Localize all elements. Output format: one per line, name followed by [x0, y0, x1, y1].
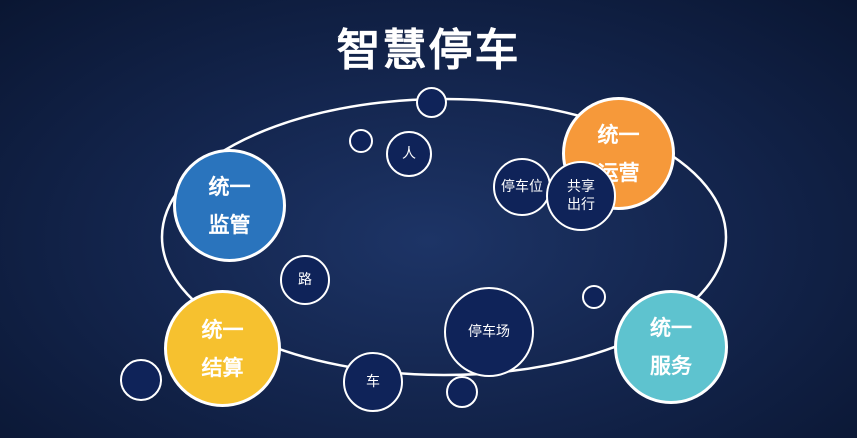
node-parking-space-label: 停车位 [501, 179, 543, 195]
node-road: 路 [280, 255, 330, 305]
node-vehicle-label: 车 [366, 374, 380, 390]
pillar-supervision-line2: 监管 [208, 212, 251, 237]
node-road-label: 路 [298, 272, 312, 288]
node-shared-mobility-line1: 共享 [567, 179, 595, 195]
pillar-service-line2: 服务 [650, 354, 692, 378]
pillar-service-line1: 统一 [650, 316, 692, 340]
pillar-service: 统一 服务 [614, 290, 728, 404]
pillar-operation-line1: 统一 [597, 122, 640, 147]
pillar-settlement: 统一 结算 [164, 290, 281, 407]
page-title: 智慧停车 [336, 25, 521, 76]
pillar-settlement-line1: 统一 [201, 317, 244, 342]
decor-circle-upper-left [349, 129, 373, 153]
node-shared-mobility: 共享 出行 [546, 161, 616, 231]
decor-circle-bottom-left [120, 359, 162, 401]
node-parking-lot: 停车场 [444, 287, 534, 377]
node-parking-space: 停车位 [493, 158, 551, 216]
pillar-supervision: 统一 监管 [173, 149, 286, 262]
decor-circle-top [416, 87, 447, 118]
node-vehicle: 车 [343, 352, 403, 412]
pillar-supervision-line1: 统一 [208, 174, 251, 199]
node-person: 人 [386, 131, 432, 177]
decor-circle-bottom [446, 376, 478, 408]
decor-circle-right [582, 285, 606, 309]
node-shared-mobility-line2: 出行 [567, 197, 595, 213]
node-parking-lot-label: 停车场 [468, 324, 510, 340]
node-person-label: 人 [402, 146, 416, 162]
pillar-settlement-line2: 结算 [201, 355, 244, 380]
